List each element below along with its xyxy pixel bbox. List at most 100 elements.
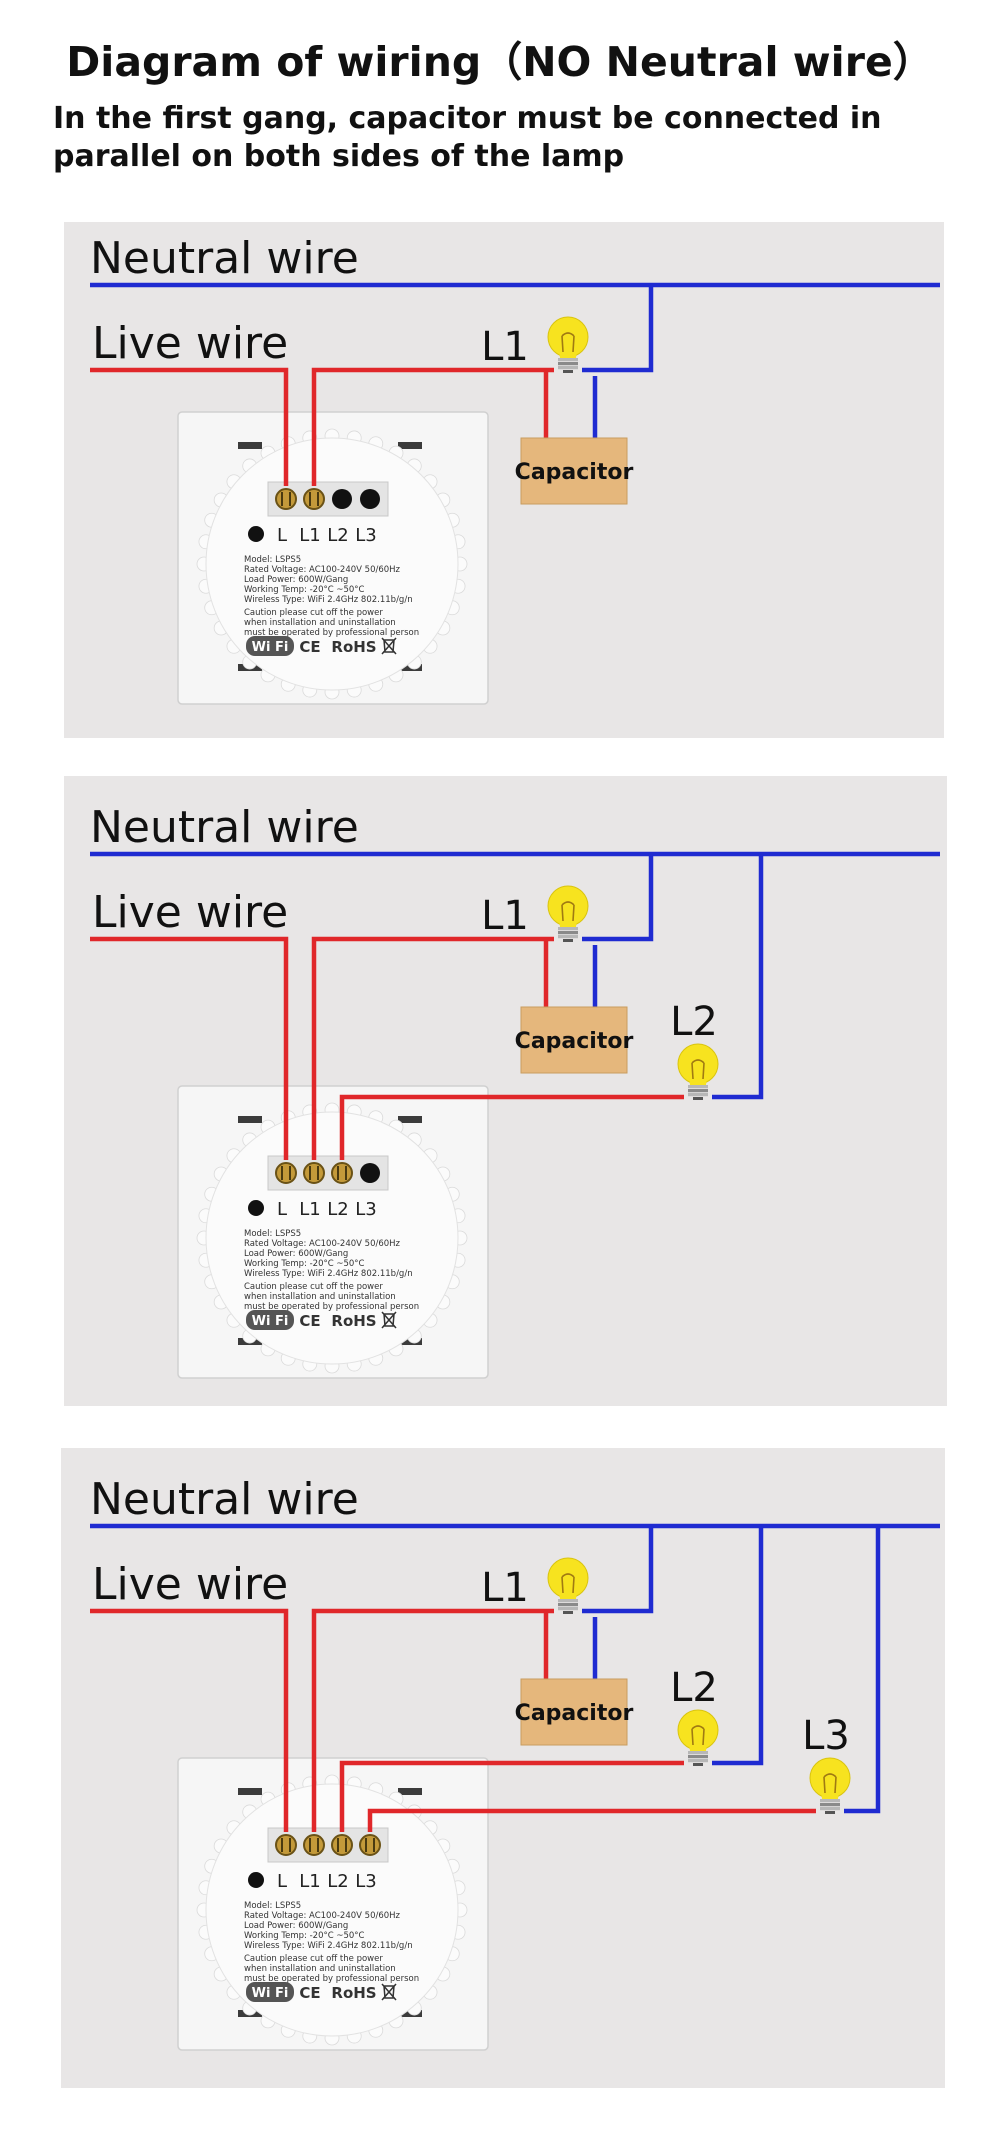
lamp-label-L1: L1	[481, 324, 529, 370]
terminal-label: L1	[299, 1199, 320, 1220]
terminal-label: L1	[299, 525, 320, 546]
spec-line: Load Power: 600W/Gang	[244, 1921, 348, 1931]
spec-line: must be operated by professional person	[244, 1974, 419, 1984]
ce-mark: CE	[299, 1312, 320, 1330]
terminal-screw-icon	[359, 1834, 381, 1856]
lamp-label-L2: L2	[670, 999, 718, 1045]
weee-bin-icon	[381, 1311, 397, 1329]
wifi-icon	[246, 636, 294, 656]
screw-hole-icon	[248, 1872, 264, 1888]
switched-live-wire-L1	[311, 1608, 554, 1832]
spec-line: Load Power: 600W/Gang	[244, 1249, 348, 1259]
terminal-label: L2	[327, 1871, 348, 1892]
terminal-label: L	[277, 525, 287, 546]
switched-live-wire-L2	[339, 1760, 684, 1832]
rohs-mark: RoHS	[331, 1312, 376, 1330]
terminal-label: L2	[327, 525, 348, 546]
terminal-label: L3	[355, 1871, 376, 1892]
terminal-screw-icon	[331, 1834, 353, 1856]
lamp-label-L2: L2	[670, 1665, 718, 1711]
live-wire	[90, 1608, 289, 1832]
light-bulb-icon	[547, 1557, 589, 1614]
wifi-icon	[246, 1310, 294, 1330]
rohs-mark: RoHS	[331, 1984, 376, 2002]
live-wire-label: Live wire	[92, 318, 288, 369]
lamp-label-L1: L1	[481, 893, 529, 939]
switched-live-wire-L1	[311, 367, 554, 486]
wifi-label: Wi Fi	[252, 1986, 289, 2001]
terminal-hole-icon	[360, 1163, 380, 1183]
spec-line: when installation and uninstallation	[244, 1292, 396, 1302]
capacitor-label: Capacitor	[515, 460, 634, 485]
spec-line: Model: LSPS5	[244, 1901, 301, 1911]
spec-line: Working Temp: -20°C ~50°C	[244, 1259, 365, 1269]
spec-line: Rated Voltage: AC100-240V 50/60Hz	[244, 1239, 401, 1249]
terminal-screw-icon	[275, 488, 297, 510]
rohs-mark: RoHS	[331, 638, 376, 656]
terminal-screw-icon	[303, 488, 325, 510]
screw-hole-icon	[248, 1200, 264, 1216]
switched-live-wire-L1	[311, 936, 554, 1160]
lamp-label-L3: L3	[802, 1713, 850, 1759]
neutral-return-L1	[582, 854, 654, 942]
weee-bin-icon	[381, 1983, 397, 2001]
neutral-wire-label: Neutral wire	[90, 233, 359, 284]
capacitor-label: Capacitor	[515, 1701, 634, 1726]
terminal-screw-icon	[331, 1162, 353, 1184]
terminal-label: L	[277, 1871, 287, 1892]
capacitor-label: Capacitor	[515, 1029, 634, 1054]
mount-slot	[398, 1788, 422, 1795]
terminal-screw-icon	[275, 1162, 297, 1184]
spec-line: Wireless Type: WiFi 2.4GHz 802.11b/g/n	[244, 1269, 413, 1279]
spec-line: Load Power: 600W/Gang	[244, 575, 348, 585]
wifi-label: Wi Fi	[252, 640, 289, 655]
lamp-label-L1: L1	[481, 1565, 529, 1611]
spec-line: Caution please cut off the power	[244, 1282, 383, 1292]
spec-line: Rated Voltage: AC100-240V 50/60Hz	[244, 1911, 401, 1921]
neutral-return-L2	[712, 1526, 764, 1766]
spec-line: Wireless Type: WiFi 2.4GHz 802.11b/g/n	[244, 1941, 413, 1951]
live-wire	[90, 367, 289, 486]
terminal-label: L1	[299, 1871, 320, 1892]
terminal-hole-icon	[332, 489, 352, 509]
spec-line: Caution please cut off the power	[244, 1954, 383, 1964]
neutral-wire-label: Neutral wire	[90, 1474, 359, 1525]
terminal-label: L2	[327, 1199, 348, 1220]
mount-slot	[238, 442, 262, 449]
weee-bin-icon	[381, 637, 397, 655]
light-bulb-icon	[547, 885, 589, 942]
spec-line: must be operated by professional person	[244, 628, 419, 638]
spec-line: must be operated by professional person	[244, 1302, 419, 1312]
neutral-wire-label: Neutral wire	[90, 802, 359, 853]
spec-line: Working Temp: -20°C ~50°C	[244, 585, 365, 595]
spec-line: Model: LSPS5	[244, 555, 301, 565]
live-wire	[90, 936, 289, 1160]
light-bulb-icon	[547, 316, 589, 373]
spec-line: Caution please cut off the power	[244, 608, 383, 618]
live-wire-label: Live wire	[92, 1559, 288, 1610]
ce-mark: CE	[299, 638, 320, 656]
terminal-screw-icon	[303, 1162, 325, 1184]
live-wire-label: Live wire	[92, 887, 288, 938]
spec-line: Model: LSPS5	[244, 1229, 301, 1239]
spec-line: Working Temp: -20°C ~50°C	[244, 1931, 365, 1941]
neutral-return-L1	[582, 1526, 654, 1614]
terminal-screw-icon	[303, 1834, 325, 1856]
mount-slot	[398, 442, 422, 449]
spec-line: Wireless Type: WiFi 2.4GHz 802.11b/g/n	[244, 595, 413, 605]
ce-mark: CE	[299, 1984, 320, 2002]
mount-slot	[238, 1788, 262, 1795]
spec-line: when installation and uninstallation	[244, 618, 396, 628]
neutral-return-L2	[712, 854, 764, 1100]
terminal-hole-icon	[360, 489, 380, 509]
capacitor-box: Capacitor	[515, 1678, 634, 1746]
light-bulb-icon	[677, 1043, 719, 1100]
spec-line: Rated Voltage: AC100-240V 50/60Hz	[244, 565, 401, 575]
neutral-return-L1	[582, 285, 654, 373]
